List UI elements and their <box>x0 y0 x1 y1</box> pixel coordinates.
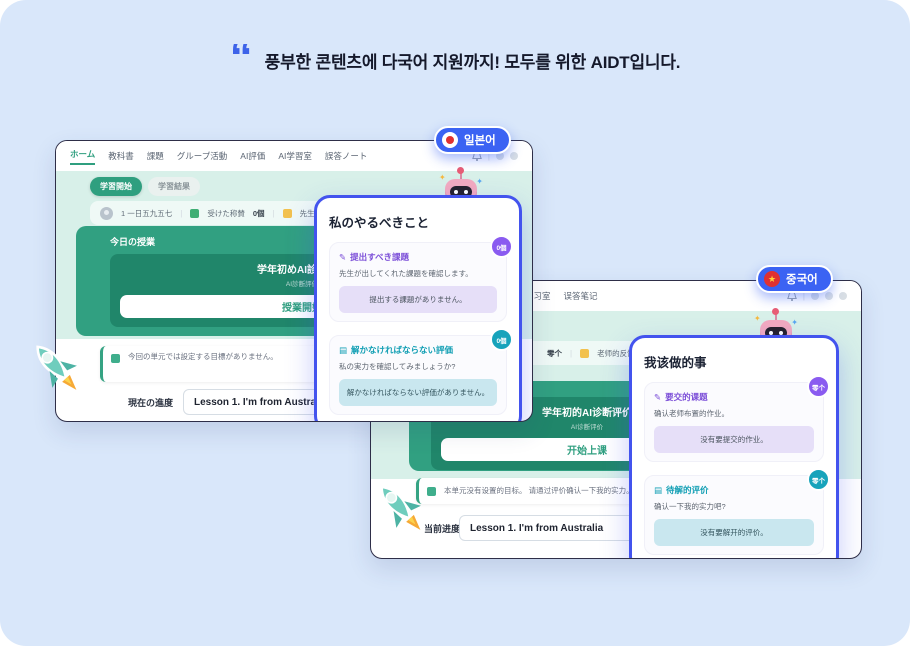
jp-nav-textbook[interactable]: 教科書 <box>108 151 134 161</box>
jp-nav-group-activity[interactable]: グループ活動 <box>176 151 228 161</box>
jp-assignments-desc: 先生が出してくれた課題を確認します。 <box>339 269 473 278</box>
jp-nav-wrong-answer-note[interactable]: 誤答ノート <box>324 151 368 161</box>
jp-badge-label: 일본어 <box>464 135 496 147</box>
tab-study-result[interactable]: 学習結果 <box>148 177 200 196</box>
jp-student-id: 1 一日五九五七 <box>121 208 173 218</box>
cn-lesson-value: Lesson 1. I'm from Australia <box>470 522 604 534</box>
cn-feedback-label: 老师的反馈 <box>597 348 635 358</box>
pencil-icon: ✎ <box>339 251 347 262</box>
cn-evaluations-link[interactable]: ▤ 待解的评价 <box>654 484 709 496</box>
stats-divider: | <box>180 208 183 218</box>
jp-todo-title: 私のやるべきこと <box>329 216 430 230</box>
cn-assignments-section: 零个 ✎ 要交的课题 确认老师布置的作业。 没有要提交的作业。 <box>644 375 830 462</box>
cn-note-text: 本单元没有设置的目标。 请通过评价确认一下我的实力。 <box>444 485 634 495</box>
cn-praise-count: 零个 <box>547 348 562 358</box>
pencil-icon: ✎ <box>654 391 662 402</box>
jp-praise-count: 0個 <box>252 208 265 218</box>
cn-evaluations-section: 零个 ▤ 待解的评价 确认一下我的实力吧? 没有要解开的评价。 <box>644 468 830 555</box>
cn-badge-label: 중국어 <box>786 274 818 286</box>
nav-divider: | <box>802 291 805 301</box>
goal-doc-icon <box>111 354 120 363</box>
jp-nav-home[interactable]: ホーム <box>70 148 96 165</box>
page-title: 풍부한 콘텐츠에 다국어 지원까지! 모두를 위한 AIDT입니다. <box>264 53 681 72</box>
china-flag-icon: ★ <box>764 271 780 287</box>
jp-note-text-1: 今回の単元では設定する目標がありません。 <box>128 352 278 361</box>
nav-menu-icon[interactable] <box>825 292 833 300</box>
jp-lesson-value: Lesson 1. I'm from Australia <box>194 396 328 408</box>
quote-icon: “ <box>229 44 253 70</box>
cn-assignments-link[interactable]: ✎ 要交的课题 <box>654 391 708 403</box>
jp-praise-label: 受けた称賛 <box>207 208 245 218</box>
jp-evaluations-section: 0個 ▤ 解かなければならない評価 私の実力を確認してみましょうか? 解かなけれ… <box>329 328 513 415</box>
jp-evaluations-link[interactable]: ▤ 解かなければならない評価 <box>339 344 454 356</box>
jp-lesson-subtitle: AI診断評価 <box>285 281 319 288</box>
headline-row: “ 풍부한 콘텐츠에 다국어 지원까지! 모두를 위한 AIDT입니다. <box>0 44 910 73</box>
rocket-illustration <box>363 470 441 549</box>
chinese-language-badge: ★ 중국어 <box>756 265 833 293</box>
teacher-feedback-icon <box>580 348 590 358</box>
teacher-feedback-icon <box>282 208 292 218</box>
cn-lesson-title: 学年初的AI诊断评价 <box>542 408 632 419</box>
jp-evaluations-desc: 私の実力を確認してみましょうか? <box>339 362 456 371</box>
jp-tabs: 学習開始 学習結果 <box>90 177 200 196</box>
japanese-language-badge: 일본어 <box>434 126 511 154</box>
jp-nav-assignments[interactable]: 課題 <box>146 151 164 161</box>
jp-lesson-title: 学年初めAI診断評価 <box>257 265 347 276</box>
nav-divider: | <box>487 151 490 161</box>
jp-evaluations-count-badge: 0個 <box>490 328 513 351</box>
cn-todo-popup: 我该做的事 零个 ✎ 要交的课题 确认老师布置的作业。 没有要提交的作业。 零个… <box>629 335 839 558</box>
stats-divider: | <box>570 348 573 358</box>
jp-lesson-header: 今日の授業 <box>110 237 156 247</box>
student-avatar <box>100 206 113 220</box>
jp-progress-label: 現在の進度 <box>128 398 174 408</box>
cn-progress-label: 当前进度 <box>424 524 461 534</box>
goal-doc-icon <box>427 486 436 496</box>
cn-assignments-desc: 确认老师布置的作业。 <box>654 409 729 418</box>
jp-nav-ai-study[interactable]: AI学習室 <box>278 151 312 161</box>
rocket-illustration <box>19 330 97 409</box>
nav-avatar-icon[interactable] <box>496 152 504 160</box>
nav-profile-icon[interactable] <box>839 292 847 300</box>
stats-divider: | <box>272 208 275 218</box>
praise-icon <box>190 208 200 218</box>
jp-evaluations-empty: 解かなければならない評価がありません。 <box>339 379 497 406</box>
cn-nav-wrong-answer-note[interactable]: 误答笔记 <box>563 291 598 301</box>
cn-assignments-count-badge: 零个 <box>807 375 830 398</box>
jp-assignments-count-badge: 0個 <box>490 235 513 258</box>
jp-assignments-link[interactable]: ✎ 提出すべき課題 <box>339 251 410 263</box>
doc-icon: ▤ <box>339 344 348 355</box>
japanese-app-window: ホーム 教科書 課題 グループ活動 AI評価 AI学習室 誤答ノート | 学習開… <box>55 140 533 422</box>
cn-evaluations-count-badge: 零个 <box>807 468 830 491</box>
jp-nav-ai-evaluation[interactable]: AI評価 <box>240 151 266 161</box>
cn-nav-ai-study[interactable]: AI学习室 <box>517 291 551 301</box>
jp-assignments-section: 0個 ✎ 提出すべき課題 先生が出してくれた課題を確認します。 提出する課題があ… <box>329 235 513 322</box>
cn-evaluations-desc: 确认一下我的实力吧? <box>654 502 726 511</box>
cn-lesson-subtitle: AI诊断评价 <box>570 424 604 431</box>
doc-icon: ▤ <box>654 484 663 495</box>
jp-assignments-empty: 提出する課題がありません。 <box>339 286 497 313</box>
jp-todo-popup: 私のやるべきこと 0個 ✎ 提出すべき課題 先生が出してくれた課題を確認します。… <box>314 195 522 421</box>
japan-flag-icon <box>442 132 458 148</box>
cn-assignments-empty: 没有要提交的作业。 <box>654 426 814 453</box>
tab-study-start[interactable]: 学習開始 <box>90 177 142 196</box>
cn-evaluations-empty: 没有要解开的评价。 <box>654 519 814 546</box>
nav-avatar-icon[interactable] <box>811 292 819 300</box>
cn-todo-title: 我该做的事 <box>644 356 707 370</box>
nav-menu-icon[interactable] <box>510 152 518 160</box>
